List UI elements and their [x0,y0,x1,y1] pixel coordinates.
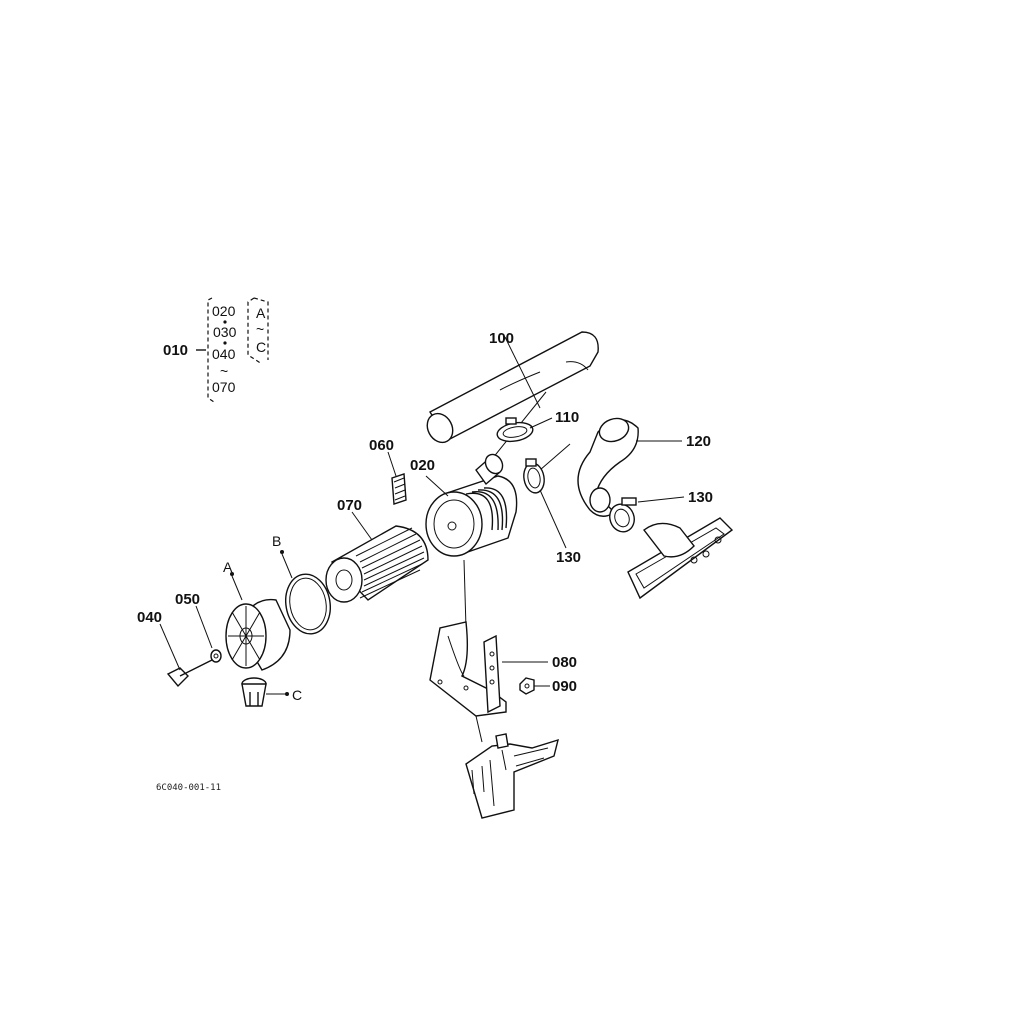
intake-manifold [627,517,734,600]
figure-code: 6C040-001-11 [156,783,221,793]
callout-120: 120 [686,433,711,450]
callout-130-right: 130 [688,489,713,506]
legend-range-sep: ~ [220,363,228,379]
part-050-washer [210,649,222,663]
part-130-hose-clamp-upper [523,458,545,494]
o-ring-b [285,573,331,635]
callout-060: 060 [369,437,394,454]
legend-bracket-right [247,297,263,365]
callout-090: 090 [552,678,577,695]
dust-valve-c [241,677,267,707]
callout-040: 040 [137,609,162,626]
callout-020: 020 [410,457,435,474]
legend-item-030: 030 [213,324,237,340]
callout-100: 100 [489,330,514,347]
legend-item-020: 020 [212,303,236,319]
part-120-elbow-hose [577,417,639,517]
ref-b-label: B [272,533,281,549]
legend-item-040: 040 [212,346,236,362]
callout-050: 050 [175,591,200,608]
cover-a [225,598,291,671]
legend-main-label: 010 [163,342,188,359]
part-130-hose-clamp-right [609,497,637,533]
callout-070: 070 [337,497,362,514]
legend-bracket-left [207,297,215,403]
part-070-filter-element [325,525,429,603]
part-090-nut [519,677,535,695]
callout-130-lower: 130 [556,549,581,566]
part-100-intake-pipe [426,331,599,444]
legend-group-c: C [256,339,266,355]
part-020-air-cleaner-body [425,453,518,557]
callout-080: 080 [552,654,577,671]
legend-group-a: A [256,305,266,321]
legend-group: 010 020 030 040 ~ 070 A ~ C [163,297,269,403]
engine-block-fragment [465,733,559,819]
part-080-bracket [429,621,507,743]
part-040-wing-bolt [166,659,213,688]
part-060-label-plate [391,473,407,505]
ref-c-label: C [292,687,302,703]
callout-110: 110 [555,409,579,426]
ref-a-label: A [223,559,233,575]
part-110-hose-clamp [496,417,534,443]
legend-item-070: 070 [212,379,236,395]
legend-group-sep: ~ [256,321,264,337]
